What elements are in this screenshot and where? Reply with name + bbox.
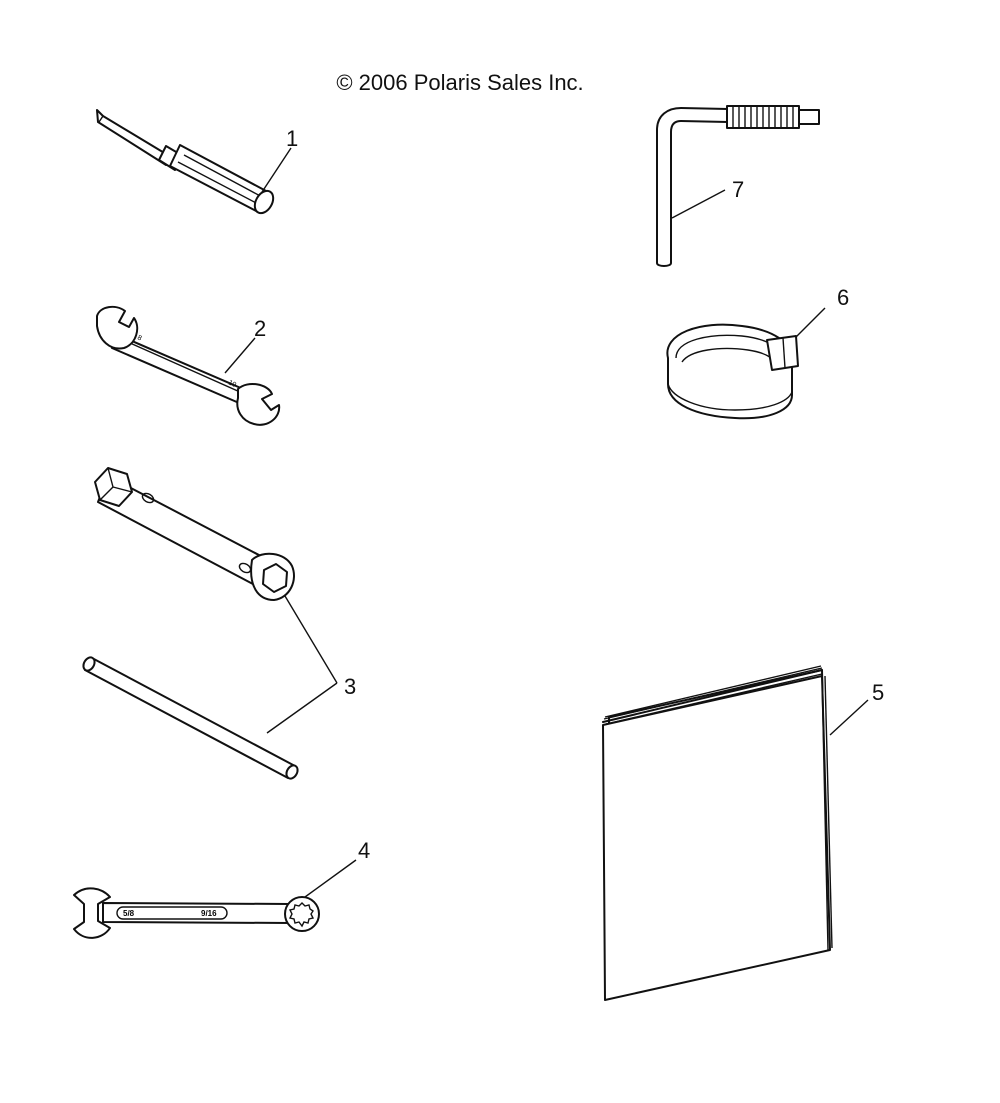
leader-line-2 — [224, 337, 256, 374]
leader-line-1 — [261, 147, 292, 193]
leader-line-7 — [671, 189, 726, 219]
tool-pouch-strap-icon — [666, 323, 799, 420]
wrench-size-mark: 10 — [227, 379, 237, 389]
callout-4: 4 — [358, 838, 370, 863]
owners-manual-icon — [602, 665, 833, 1001]
callout-7: 7 — [732, 177, 744, 202]
size-marking-right: 9/16 — [201, 909, 217, 918]
tube-socket-wrench-icon — [94, 467, 295, 601]
callout-1: 1 — [286, 126, 298, 151]
leader-line-3b — [266, 682, 338, 734]
leader-line-6 — [795, 307, 826, 338]
leader-line-3a — [284, 595, 338, 684]
open-end-wrench-icon: 8 10 — [96, 305, 281, 426]
size-marking-left: 5/8 — [123, 909, 135, 918]
callout-2: 2 — [254, 316, 266, 341]
hex-key-icon — [656, 105, 820, 267]
callout-6: 6 — [837, 285, 849, 310]
copyright-notice: © 2006 Polaris Sales Inc. — [336, 70, 584, 95]
tommy-bar-icon — [82, 656, 299, 780]
leader-line-5 — [829, 699, 869, 736]
combination-wrench-icon: 5/8 9/16 — [73, 887, 320, 939]
callout-3: 3 — [344, 674, 356, 699]
callout-5: 5 — [872, 680, 884, 705]
wrench-size-mark: 8 — [136, 334, 143, 342]
screwdriver-icon — [96, 109, 275, 215]
leader-line-4 — [304, 859, 357, 898]
